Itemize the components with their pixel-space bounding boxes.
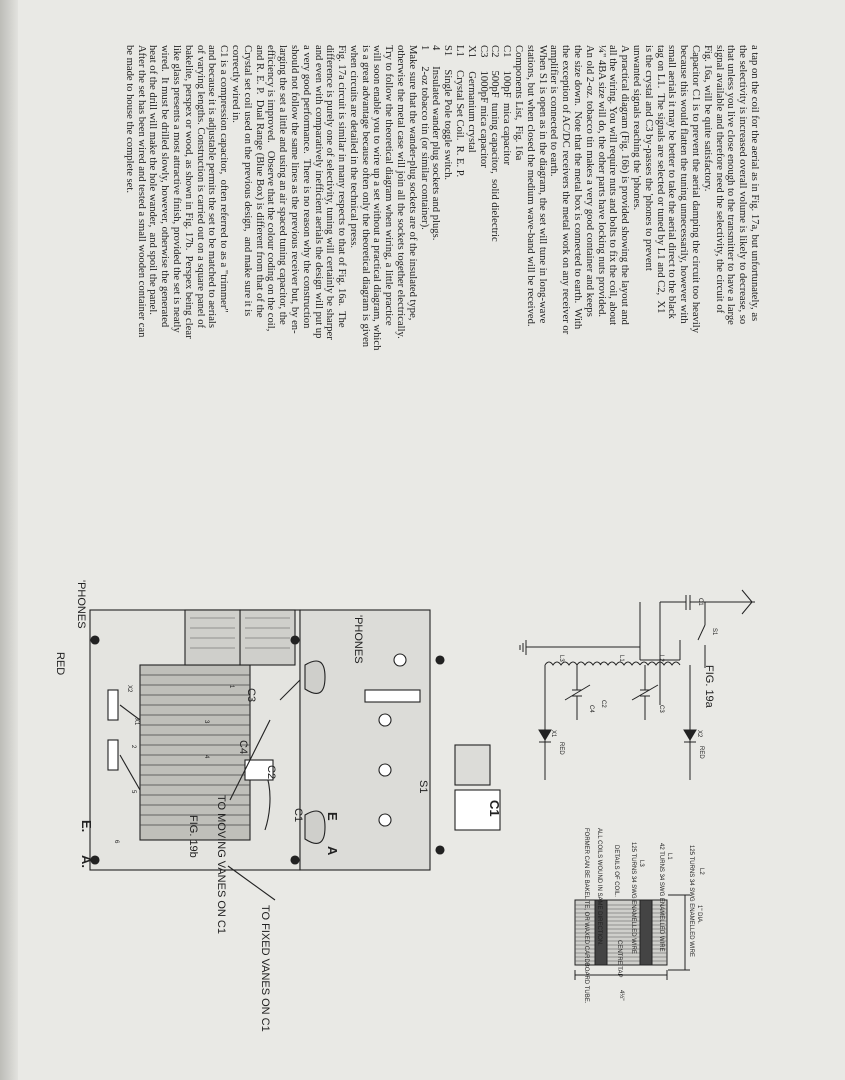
fig-19a-label-c4: C4 [588,705,594,713]
fig-19a-label-l1: L1 [618,655,624,662]
fig-19a-label-c2: C2 [600,700,606,708]
terminal-1: 1 [228,685,234,689]
e-label-upper: E [325,812,340,821]
phones-label-lower: 'PHONES [75,580,87,629]
x2-label: X2 [126,685,132,693]
fig-19a-label-red2: RED [698,746,704,759]
fig-19a-label-l3: L3 [558,655,564,662]
red-label: RED [54,652,66,675]
coil-l2-label: L2 [698,868,704,875]
coil-l3-label: L3 [638,860,644,867]
e-label-lower: E. [79,820,94,832]
coil-length: 4½" [618,990,625,1000]
terminal-3: 3 [203,720,209,724]
fig-19a-circuit [519,589,755,780]
coil-details-drawing [574,894,690,980]
terminal-4: 4 [203,755,209,759]
coil-note-former: FORMER CAN BE BAKELITE, OR WAXED CARDBOA… [583,828,589,1004]
fig-19a-label-x2: X2 [696,730,702,738]
phones-label-upper: 'PHONES [352,615,364,664]
s1-label: S1 [417,780,429,793]
coil-centre-tap: CENTRE TAP [616,940,622,977]
a-label-upper: A [325,846,340,856]
x1-label: X1 [133,718,139,726]
fig-19a-label-red1: RED [558,742,564,755]
fixed-vanes-label: TO FIXED VANES ON C1 [259,905,271,1032]
moving-vanes-label: TO MOVING VANES ON C1 [215,795,227,934]
a-label-lower: A. [79,855,94,868]
fig-19b-title: FIG. 19b [187,815,199,858]
fig-19a-label-s1: S1 [711,628,717,636]
c4-label: C4 [237,740,249,754]
fig-19a-label-c1: C1 [697,598,703,606]
c1-trimmer-label: C1 [487,800,502,817]
terminal-6: 6 [113,840,119,844]
coil-details-labels: L2 125 TURNS 34 SWG ENAMELLED WIRE L1 42… [583,828,704,1004]
terminal-5: 5 [130,790,136,794]
fig-19b-layout [89,609,501,901]
coil-note-direction: ALL COILS WOUND IN SAME DIRECTION. [596,828,602,946]
fig-19a-label-x1: X1 [550,730,556,738]
page-edge-shadow [0,0,18,1080]
c1-board-label: C1 [292,808,304,822]
c2-label: C2 [265,765,277,779]
fig-19a-label-c3: C3 [658,705,664,713]
coil-l3-turns: 125 TURNS 34 SWG ENAMELLED WIRE [630,842,636,954]
coil-l1-turns: 42 TURNS 34 SWG ENAMELLED WIRE [658,843,664,952]
coil-details-title: DETAILS OF COIL. [613,845,619,897]
fig-19a-labels: FIG. 19a C1 S1 L1 L2 L3 C2 C3 C4 X1 X2 R… [550,598,717,759]
fig-19a-title: FIG. 19a [703,665,715,709]
terminal-2: 2 [130,745,136,749]
c3-label: C3 [245,688,257,702]
coil-l1-label: L1 [666,853,672,860]
coil-l2-turns: 125 TURNS 34 SWG ENAMELLED WIRE [688,845,694,957]
coil-diameter: 1" DIA. [696,905,702,924]
fig-19a-label-l2: L2 [658,655,664,662]
fig-19b-labels: FIG. 19b 'PHONES 'PHONES RED E A E. A. C… [54,580,502,1032]
